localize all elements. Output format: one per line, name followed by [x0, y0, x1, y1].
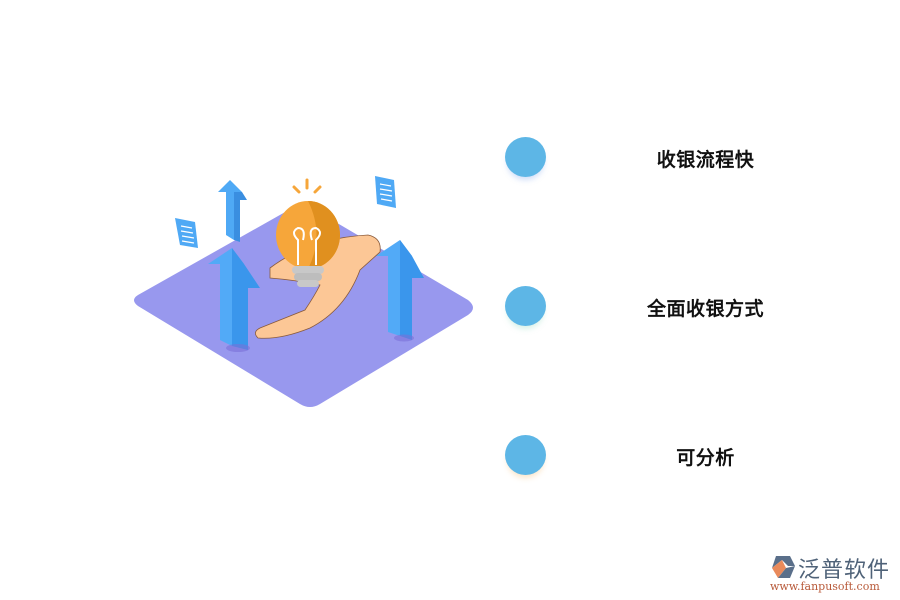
brand-url: www.fanpusoft.com [770, 580, 880, 593]
arrow-up-icon [218, 180, 247, 242]
feature-label: 全面收银方式 [646, 298, 764, 320]
bullet-circle-icon [505, 137, 546, 177]
arrow-up-icon [208, 248, 260, 352]
feature-label: 可分析 [676, 447, 735, 469]
document-icon [375, 176, 396, 208]
brand-name: 泛普软件 [798, 558, 891, 583]
lightbulb-icon [276, 178, 340, 287]
feature-item-analysis: 可分析 [505, 435, 865, 479]
hand-icon [255, 234, 381, 339]
feature-label: 收银流程快 [656, 149, 755, 171]
bullet-circle-icon [505, 286, 546, 326]
feature-item-fast-checkout: 收银流程快 [505, 137, 865, 181]
feature-item-payment-methods: 全面收银方式 [505, 286, 865, 330]
brand-logo: 泛普软件 www.fanpusoft.com [768, 552, 898, 598]
hero-illustration [120, 160, 490, 420]
logo-mark-icon [772, 556, 795, 578]
bullet-circle-icon [505, 435, 546, 475]
document-icon [175, 218, 198, 248]
arrow-up-icon [376, 240, 424, 342]
